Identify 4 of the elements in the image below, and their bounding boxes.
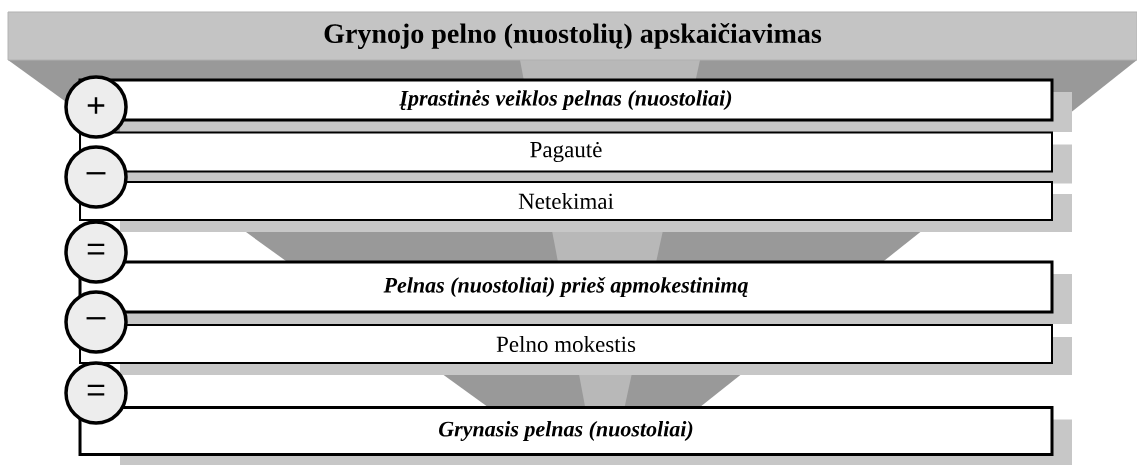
item-box: Netekimai bbox=[79, 181, 1072, 232]
item-box: Pelno mokestis bbox=[79, 324, 1072, 375]
result-box: Grynasis pelnas (nuostoliai) bbox=[78, 406, 1072, 465]
title-band: Grynojo pelno (nuostolių) apskaičiavimas bbox=[7, 11, 1137, 61]
